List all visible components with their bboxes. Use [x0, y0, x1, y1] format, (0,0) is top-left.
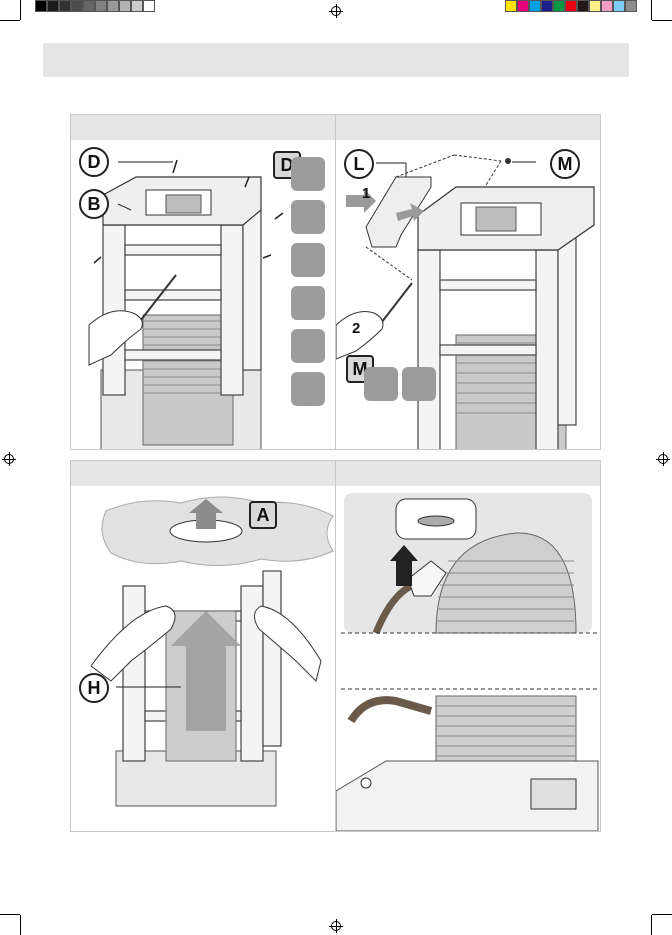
callout-h: H — [79, 673, 109, 703]
color-swatch — [47, 0, 59, 12]
color-swatch — [107, 0, 119, 12]
lift-illustration — [71, 461, 335, 831]
screw-icon — [291, 243, 325, 277]
panel-lift-top-plate: A H — [70, 460, 336, 832]
callout-b: B — [79, 189, 109, 219]
crop-mark — [651, 0, 652, 20]
registration-mark — [331, 921, 341, 931]
screw-icon — [291, 200, 325, 234]
crop-mark — [0, 20, 20, 21]
registration-mark — [331, 6, 341, 16]
screw-icon — [291, 372, 325, 406]
step-number-1: 1 — [362, 185, 370, 202]
color-swatch — [95, 0, 107, 12]
color-swatch — [517, 0, 529, 12]
color-swatch — [59, 0, 71, 12]
panel-unplug-duct — [335, 460, 601, 832]
color-swatch — [143, 0, 155, 12]
step-number-2: 2 — [352, 320, 360, 337]
color-swatch — [601, 0, 613, 12]
screw-icon — [291, 286, 325, 320]
color-swatch — [35, 0, 47, 12]
screw-icon — [402, 367, 436, 401]
color-swatch — [541, 0, 553, 12]
registration-mark — [658, 454, 668, 464]
color-swatch — [625, 0, 637, 12]
color-swatch — [529, 0, 541, 12]
panel-remove-bracket: L M 1 2 M — [335, 114, 601, 450]
screw-icon — [291, 329, 325, 363]
callout-d: D — [79, 147, 109, 177]
section-header-bar — [43, 43, 629, 77]
color-swatch — [71, 0, 83, 12]
color-swatch — [589, 0, 601, 12]
color-swatch — [553, 0, 565, 12]
callout-m: M — [550, 149, 580, 179]
color-swatch — [505, 0, 517, 12]
crop-mark — [20, 0, 21, 20]
color-swatch — [577, 0, 589, 12]
color-swatch — [131, 0, 143, 12]
crop-mark — [0, 914, 20, 915]
callout-l: L — [344, 149, 374, 179]
screw-icon — [291, 157, 325, 191]
crop-mark — [652, 914, 672, 915]
crop-mark — [652, 20, 672, 21]
registration-mark — [4, 454, 14, 464]
unplug-illustration — [336, 461, 600, 831]
color-swatch — [119, 0, 131, 12]
crop-mark — [651, 915, 652, 935]
color-swatch — [83, 0, 95, 12]
panel-remove-upper-frame: D B D — [70, 114, 336, 450]
crop-mark — [20, 915, 21, 935]
callout-a: A — [249, 501, 277, 529]
color-swatch — [565, 0, 577, 12]
color-swatch — [613, 0, 625, 12]
screw-icon — [364, 367, 398, 401]
